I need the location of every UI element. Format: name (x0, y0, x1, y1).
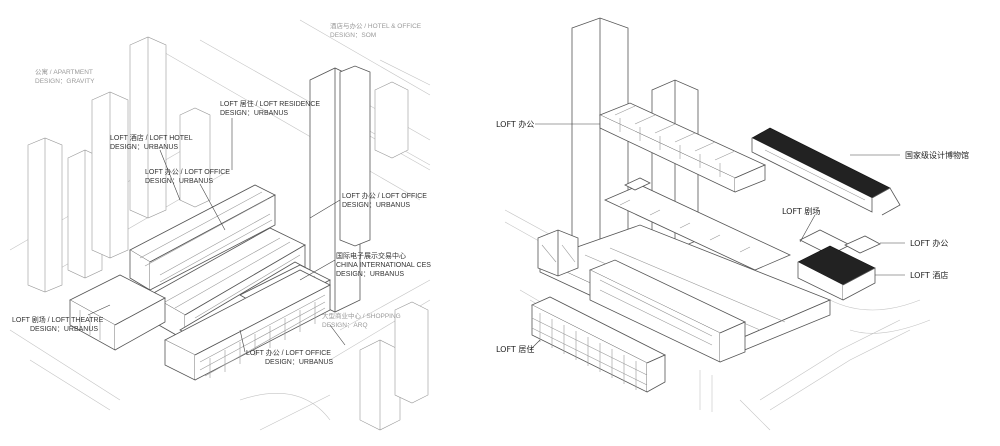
left-context-towers (27, 36, 429, 431)
label-hotel-office-top: 酒店与办公 / HOTEL & OFFICE (330, 21, 422, 30)
right-loft-office-floating (598, 102, 766, 193)
label-ces-en: CHINA INTERNATIONAL CES (336, 262, 431, 269)
left-loft-office-bottom (164, 269, 331, 381)
label-loft-hotel: LOFT 酒店 / LOFT HOTEL (110, 133, 193, 142)
right-ces-box (537, 229, 579, 277)
label-right-design-museum: 国家级设计博物馆 (905, 150, 969, 160)
label-ces-cn: 国际电子展示交易中心 (336, 251, 406, 260)
label-hotel-office-top-design: DESIGN：SOM (330, 32, 376, 39)
label-loft-theatre-design: DESIGN：URBANUS (30, 326, 98, 333)
left-axonometric-panel: 酒店与办公 / HOTEL & OFFICE DESIGN：SOM 公寓 / A… (9, 19, 431, 431)
right-leader-lines (529, 123, 905, 351)
label-loft-theatre: LOFT 剧场 / LOFT THEATRE (12, 315, 104, 324)
right-design-museum (751, 127, 901, 216)
label-loft-office-2: LOFT 办公 / LOFT OFFICE (342, 191, 427, 200)
label-loft-office-1-design: DESIGN：URBANUS (145, 178, 213, 185)
left-loft-residence (129, 184, 276, 291)
right-theatre-office-hotel (797, 229, 881, 301)
left-som-tower (309, 65, 371, 313)
right-ground-platform (538, 224, 832, 359)
right-loft-mid-blocks (604, 177, 791, 271)
label-loft-office-3: LOFT 办公 / LOFT OFFICE (246, 348, 331, 357)
label-loft-office-3-design: DESIGN：URBANUS (265, 359, 333, 366)
label-right-loft-office-right: LOFT 办公 (910, 238, 948, 248)
label-right-loft-residence: LOFT 居住 (496, 344, 534, 354)
left-leader-lines (87, 118, 346, 353)
label-right-loft-office-left: LOFT 办公 (496, 119, 534, 129)
label-loft-office-1: LOFT 办公 / LOFT OFFICE (145, 167, 230, 176)
label-right-loft-hotel: LOFT 酒店 (910, 270, 948, 280)
label-loft-residence: LOFT 居住 / LOFT RESIDENCE (220, 99, 320, 108)
label-loft-office-2-design: DESIGN：URBANUS (342, 202, 410, 209)
label-ces-design: DESIGN：URBANUS (336, 271, 404, 278)
label-loft-residence-design: DESIGN：URBANUS (220, 110, 288, 117)
right-exploded-axonometric-panel: LOFT 办公 国家级设计博物馆 LOFT 剧场 LOFT 办公 LOFT 酒店… (496, 17, 969, 431)
label-shopping: 大型商业中心 / SHOPPING (322, 311, 401, 320)
right-shopping-block (589, 259, 746, 363)
label-right-loft-theatre: LOFT 剧场 (782, 207, 820, 216)
label-apartment-design: DESIGN：GRAVITY (35, 78, 95, 85)
label-loft-hotel-design: DESIGN：URBANUS (110, 144, 178, 151)
right-loft-residence (531, 296, 666, 393)
label-apartment: 公寓 / APARTMENT (35, 67, 93, 76)
label-shopping-design: DESIGN：ARQ (322, 322, 368, 329)
